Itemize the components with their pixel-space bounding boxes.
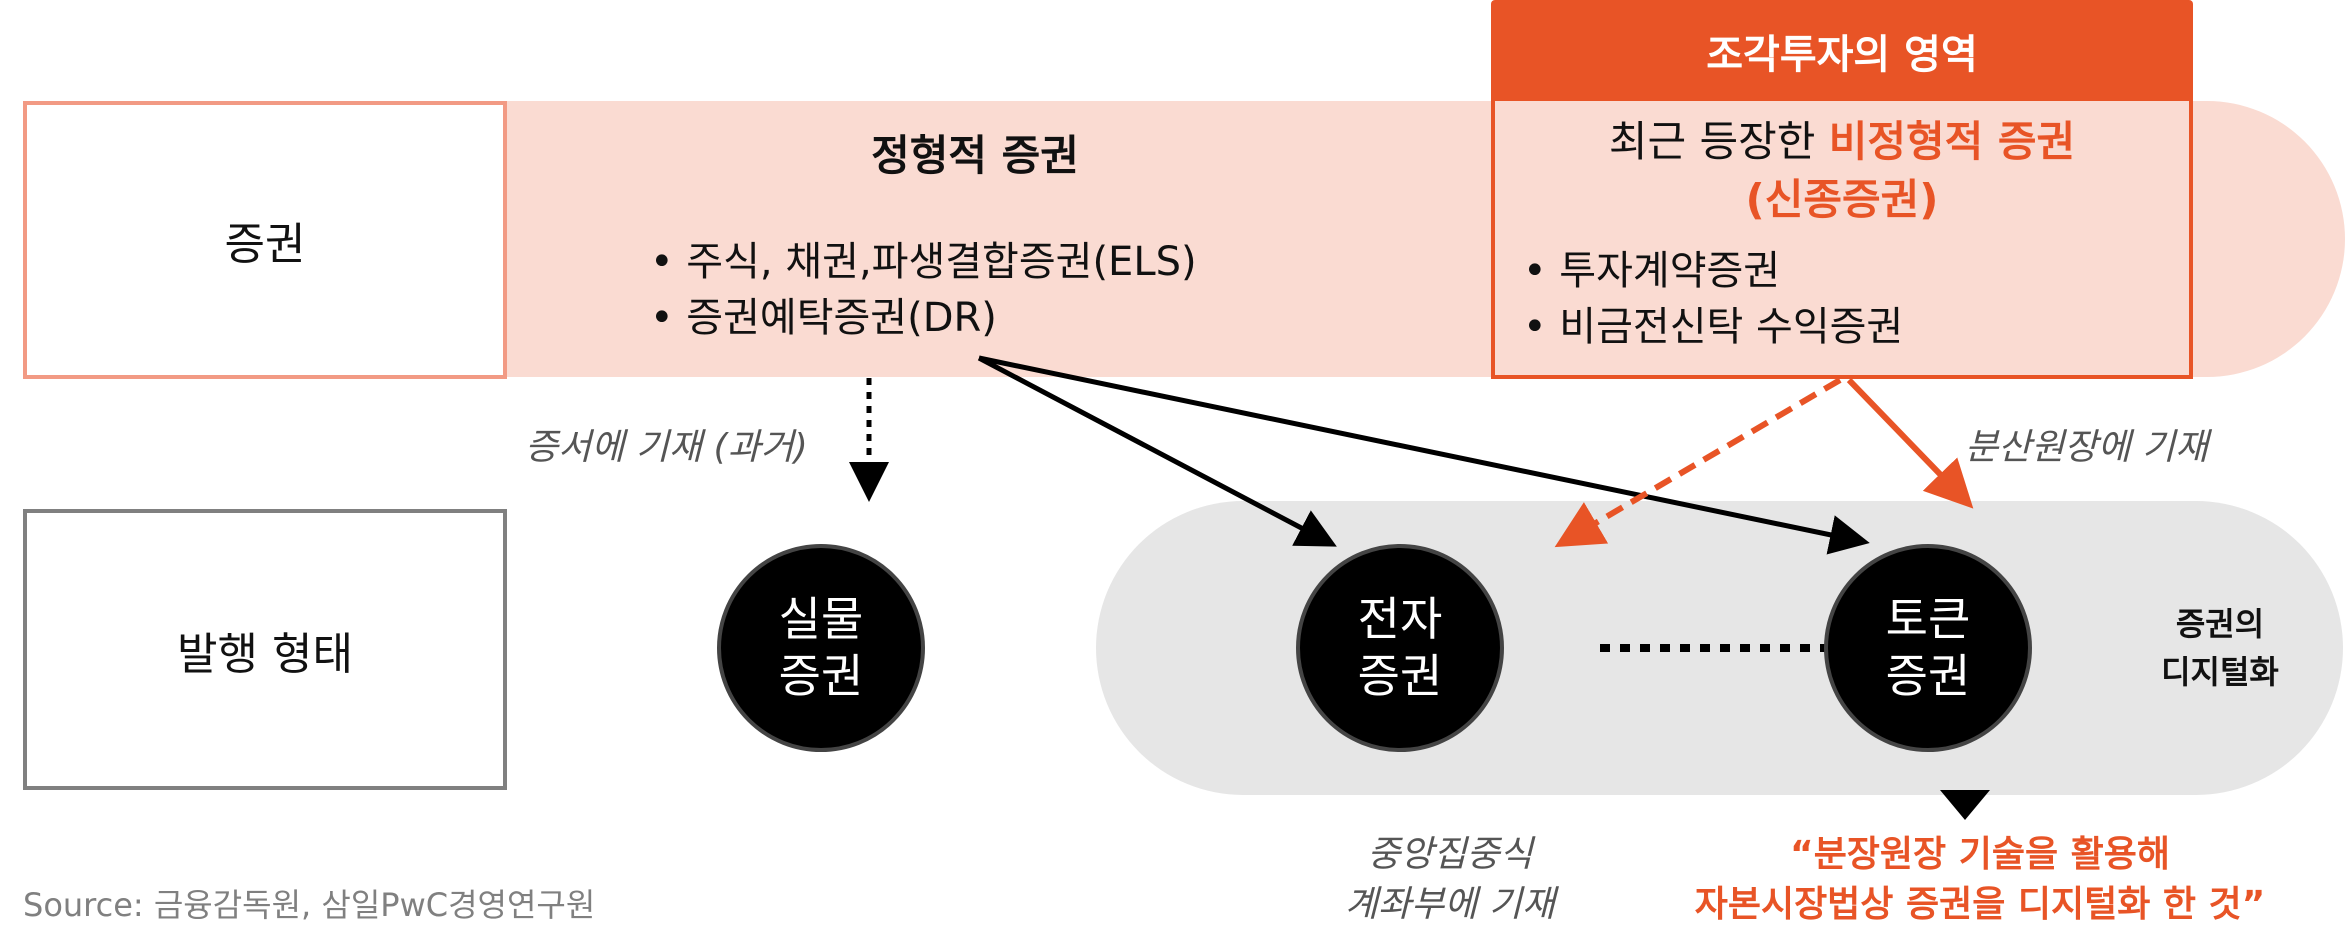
fractional-header: 조각투자의 영역 xyxy=(1491,0,2193,101)
token-definition-quote: “분장원장 기술을 활용해 자본시장법상 증권을 디지털화 한 것” xyxy=(1620,830,2340,930)
fractional-header-text: 조각투자의 영역 xyxy=(1706,31,1978,78)
arrow-to-electronic xyxy=(977,355,1337,547)
standard-bullet: • 주식, 채권,파생결합증권(ELS) xyxy=(650,239,1197,285)
circle-text: 증권 xyxy=(1357,649,1443,703)
fractional-highlight: 비정형적 증권 xyxy=(1828,117,2076,166)
central-label-line: 중앙집중식 xyxy=(1367,834,1533,875)
circle-text: 증권 xyxy=(1885,649,1971,703)
ledger-label: 분산원장에 기재 xyxy=(1965,427,2209,468)
securities-row-label: 증권 xyxy=(23,101,507,379)
central-label-line: 계좌부에 기재 xyxy=(1344,884,1556,925)
quote-line: 자본시장법상 증권을 디지털화 한 것” xyxy=(1694,884,2266,925)
securities-label-text: 증권 xyxy=(224,219,306,270)
standard-bullet: • 증권예탁증권(DR) xyxy=(650,295,997,341)
digitalization-line: 증권의 xyxy=(2175,605,2265,643)
fractional-bullets: • 투자계약증권 • 비금전신탁 수익증권 xyxy=(1523,243,2189,355)
orange-solid-arrow xyxy=(1846,377,1974,509)
circle-text: 실물 xyxy=(778,591,864,646)
issuance-label-text: 발행 형태 xyxy=(177,628,353,680)
fractional-box: 최근 등장한 비정형적 증권 (신종증권) • 투자계약증권 • 비금전신탁 수… xyxy=(1491,101,2193,379)
circle-text: 증권 xyxy=(778,649,864,703)
standard-bullets: • 주식, 채권,파생결합증권(ELS) • 증권예탁증권(DR) xyxy=(650,234,1197,346)
source-note: Source: 금융감독원, 삼일PwC경영연구원 xyxy=(23,886,596,924)
fractional-prefix: 최근 등장한 xyxy=(1608,117,1829,166)
fractional-highlight-2: (신종증권) xyxy=(1745,175,1939,224)
quote-line: “분장원장 기술을 활용해 xyxy=(1790,834,2170,875)
speech-tail xyxy=(1940,790,1990,820)
fractional-bullet: • 비금전신탁 수익증권 xyxy=(1523,304,1904,350)
orange-dashed-arrow xyxy=(1554,377,1842,548)
issuance-row-label: 발행 형태 xyxy=(23,509,507,790)
central-label: 중앙집중식 계좌부에 기재 xyxy=(1300,830,1600,930)
circle-text: 토큰 xyxy=(1885,591,1971,646)
circle-text: 전자 xyxy=(1357,591,1443,646)
digitalization-line: 디지털화 xyxy=(2161,653,2279,691)
digitalization-label: 증권의 디지털화 xyxy=(2140,600,2300,696)
standard-title: 정형적 증권 xyxy=(871,131,1079,180)
securities-band xyxy=(505,101,2345,377)
fractional-title: 최근 등장한 비정형적 증권 (신종증권) xyxy=(1495,113,2189,229)
arrow-to-token xyxy=(978,355,1870,555)
fractional-bullet: • 투자계약증권 xyxy=(1523,248,1781,294)
past-label: 증서에 기재 (과거) xyxy=(525,427,808,468)
